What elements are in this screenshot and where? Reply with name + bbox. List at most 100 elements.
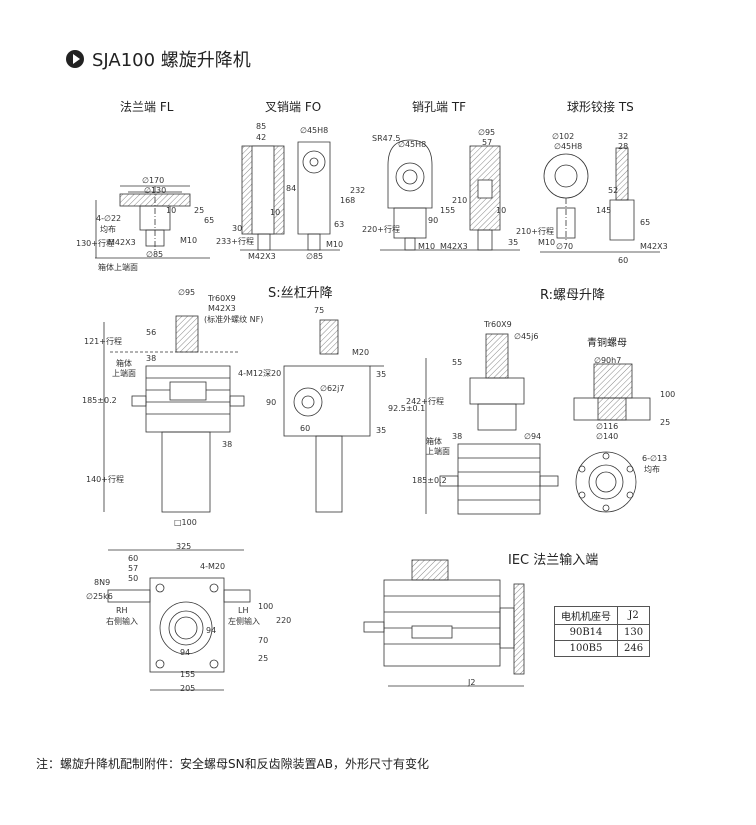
dim: M10 — [326, 240, 344, 249]
dim: ∅45H8 — [300, 126, 329, 135]
dim: 10 — [166, 206, 177, 215]
dim: 60 — [618, 256, 629, 265]
table-row: 100B5 246 — [554, 640, 651, 657]
dim: 60 — [128, 554, 139, 563]
dim: 4-∅22 — [96, 214, 122, 223]
dim: ∅116 — [596, 422, 619, 431]
dim: 28 — [618, 142, 629, 151]
label-fo: 叉销端 FO — [265, 100, 322, 114]
dim: 70 — [258, 636, 269, 645]
dim: 220+行程 — [362, 225, 400, 234]
dim: 242+行程 — [406, 397, 444, 406]
dim: ∅102 — [552, 132, 575, 141]
dim: 185±0.2 — [412, 476, 447, 485]
table-header-cell: 电机机座号 — [554, 606, 618, 625]
dim: 232 — [350, 186, 366, 195]
dim: ∅85 — [306, 252, 324, 261]
dim: 65 — [640, 218, 651, 227]
dim: 30 — [232, 224, 243, 233]
table-cell: 100B5 — [554, 640, 618, 657]
dim: M10 — [418, 242, 436, 251]
dim: 140+行程 — [86, 475, 124, 484]
dim: 155 — [440, 206, 456, 215]
s-front-drawing — [103, 315, 245, 513]
dim: 210 — [452, 196, 468, 205]
table-header-row: 电机机座号 J2 — [554, 606, 651, 625]
dim: RH — [116, 606, 128, 615]
dim: 60 — [300, 424, 311, 433]
dim: 25 — [194, 206, 205, 215]
dim: ∅45H8 — [554, 142, 583, 151]
tf-drawing — [380, 139, 520, 251]
dim: 84 — [286, 184, 297, 193]
dim: LH — [238, 606, 249, 615]
dim: ∅95 — [478, 128, 496, 137]
dim: 8N9 — [94, 578, 111, 587]
dim: 55 — [452, 358, 463, 367]
dim: ∅90h7 — [594, 356, 622, 365]
fl-drawing — [95, 185, 210, 259]
dim: 上端面 — [112, 369, 136, 378]
dim: 52 — [608, 186, 619, 195]
dim: 箱体上端面 — [98, 263, 138, 272]
page-title: SJA100 螺旋升降机 — [66, 46, 251, 72]
dim: 65 — [204, 216, 215, 225]
dim: 35 — [508, 238, 519, 247]
dim: 左侧输入 — [228, 617, 260, 626]
play-bullet-icon — [66, 50, 84, 68]
dim: ∅140 — [596, 432, 619, 441]
dim: 145 — [596, 206, 612, 215]
dim: 100 — [258, 602, 274, 611]
dim: 10 — [270, 208, 281, 217]
dim: 63 — [334, 220, 345, 229]
dim: 233+行程 — [216, 237, 254, 246]
fo-drawing — [240, 141, 340, 251]
dim: ∅45j6 — [514, 332, 539, 341]
table-cell: 90B14 — [554, 624, 618, 641]
dim: 85 — [256, 122, 267, 131]
s-side-drawing — [283, 319, 384, 513]
dim: ∅62j7 — [320, 384, 345, 393]
plan-view-drawing — [107, 549, 251, 691]
dim: ∅70 — [556, 242, 574, 251]
label-fl: 法兰端 FL — [120, 100, 174, 114]
dim: 4-M20 — [200, 562, 226, 571]
dim: ∅25k6 — [86, 592, 113, 601]
iec-drawing — [363, 559, 525, 687]
label-s: S:丝杠升降 — [268, 286, 333, 301]
dim: 90 — [428, 216, 439, 225]
dim: 均布 — [100, 225, 116, 234]
dim: ∅130 — [144, 186, 167, 195]
table-cell: 246 — [616, 640, 651, 657]
dim: 均布 — [644, 465, 660, 474]
dim: 210+行程 — [516, 227, 554, 236]
dim: SR47.5 — [372, 134, 401, 143]
table-header-cell: J2 — [616, 606, 651, 625]
dim: 35 — [376, 426, 387, 435]
label-ts: 球形铰接 TS — [567, 100, 634, 114]
dim: M10 — [538, 238, 556, 247]
bronze-nut-drawing — [573, 363, 651, 513]
dim: 57 — [128, 564, 139, 573]
dim: 38 — [146, 354, 157, 363]
dim: ∅170 — [142, 176, 165, 185]
dim: 205 — [180, 684, 196, 693]
dim: Tr60X9 — [484, 320, 512, 329]
dim: M42X3 — [440, 242, 468, 251]
dim: 50 — [128, 574, 139, 583]
dim: 38 — [452, 432, 463, 441]
table-cell: 130 — [616, 624, 651, 641]
dim: 4-M12深20 — [238, 369, 282, 378]
r-drawing — [425, 333, 559, 515]
dim: 92.5±0.1 — [388, 404, 426, 413]
dim: 325 — [176, 542, 192, 551]
dim: J2 — [468, 678, 476, 687]
dim: 32 — [618, 132, 629, 141]
dim: 94 — [206, 626, 217, 635]
dim: 220 — [276, 616, 292, 625]
label-bronze-nut: 青铜螺母 — [587, 338, 627, 349]
dim: ∅94 — [524, 432, 542, 441]
motor-frame-table: 电机机座号 J2 90B14 130 100B5 246 — [554, 606, 651, 657]
dim: 35 — [376, 370, 387, 379]
dim: 25 — [660, 418, 671, 427]
